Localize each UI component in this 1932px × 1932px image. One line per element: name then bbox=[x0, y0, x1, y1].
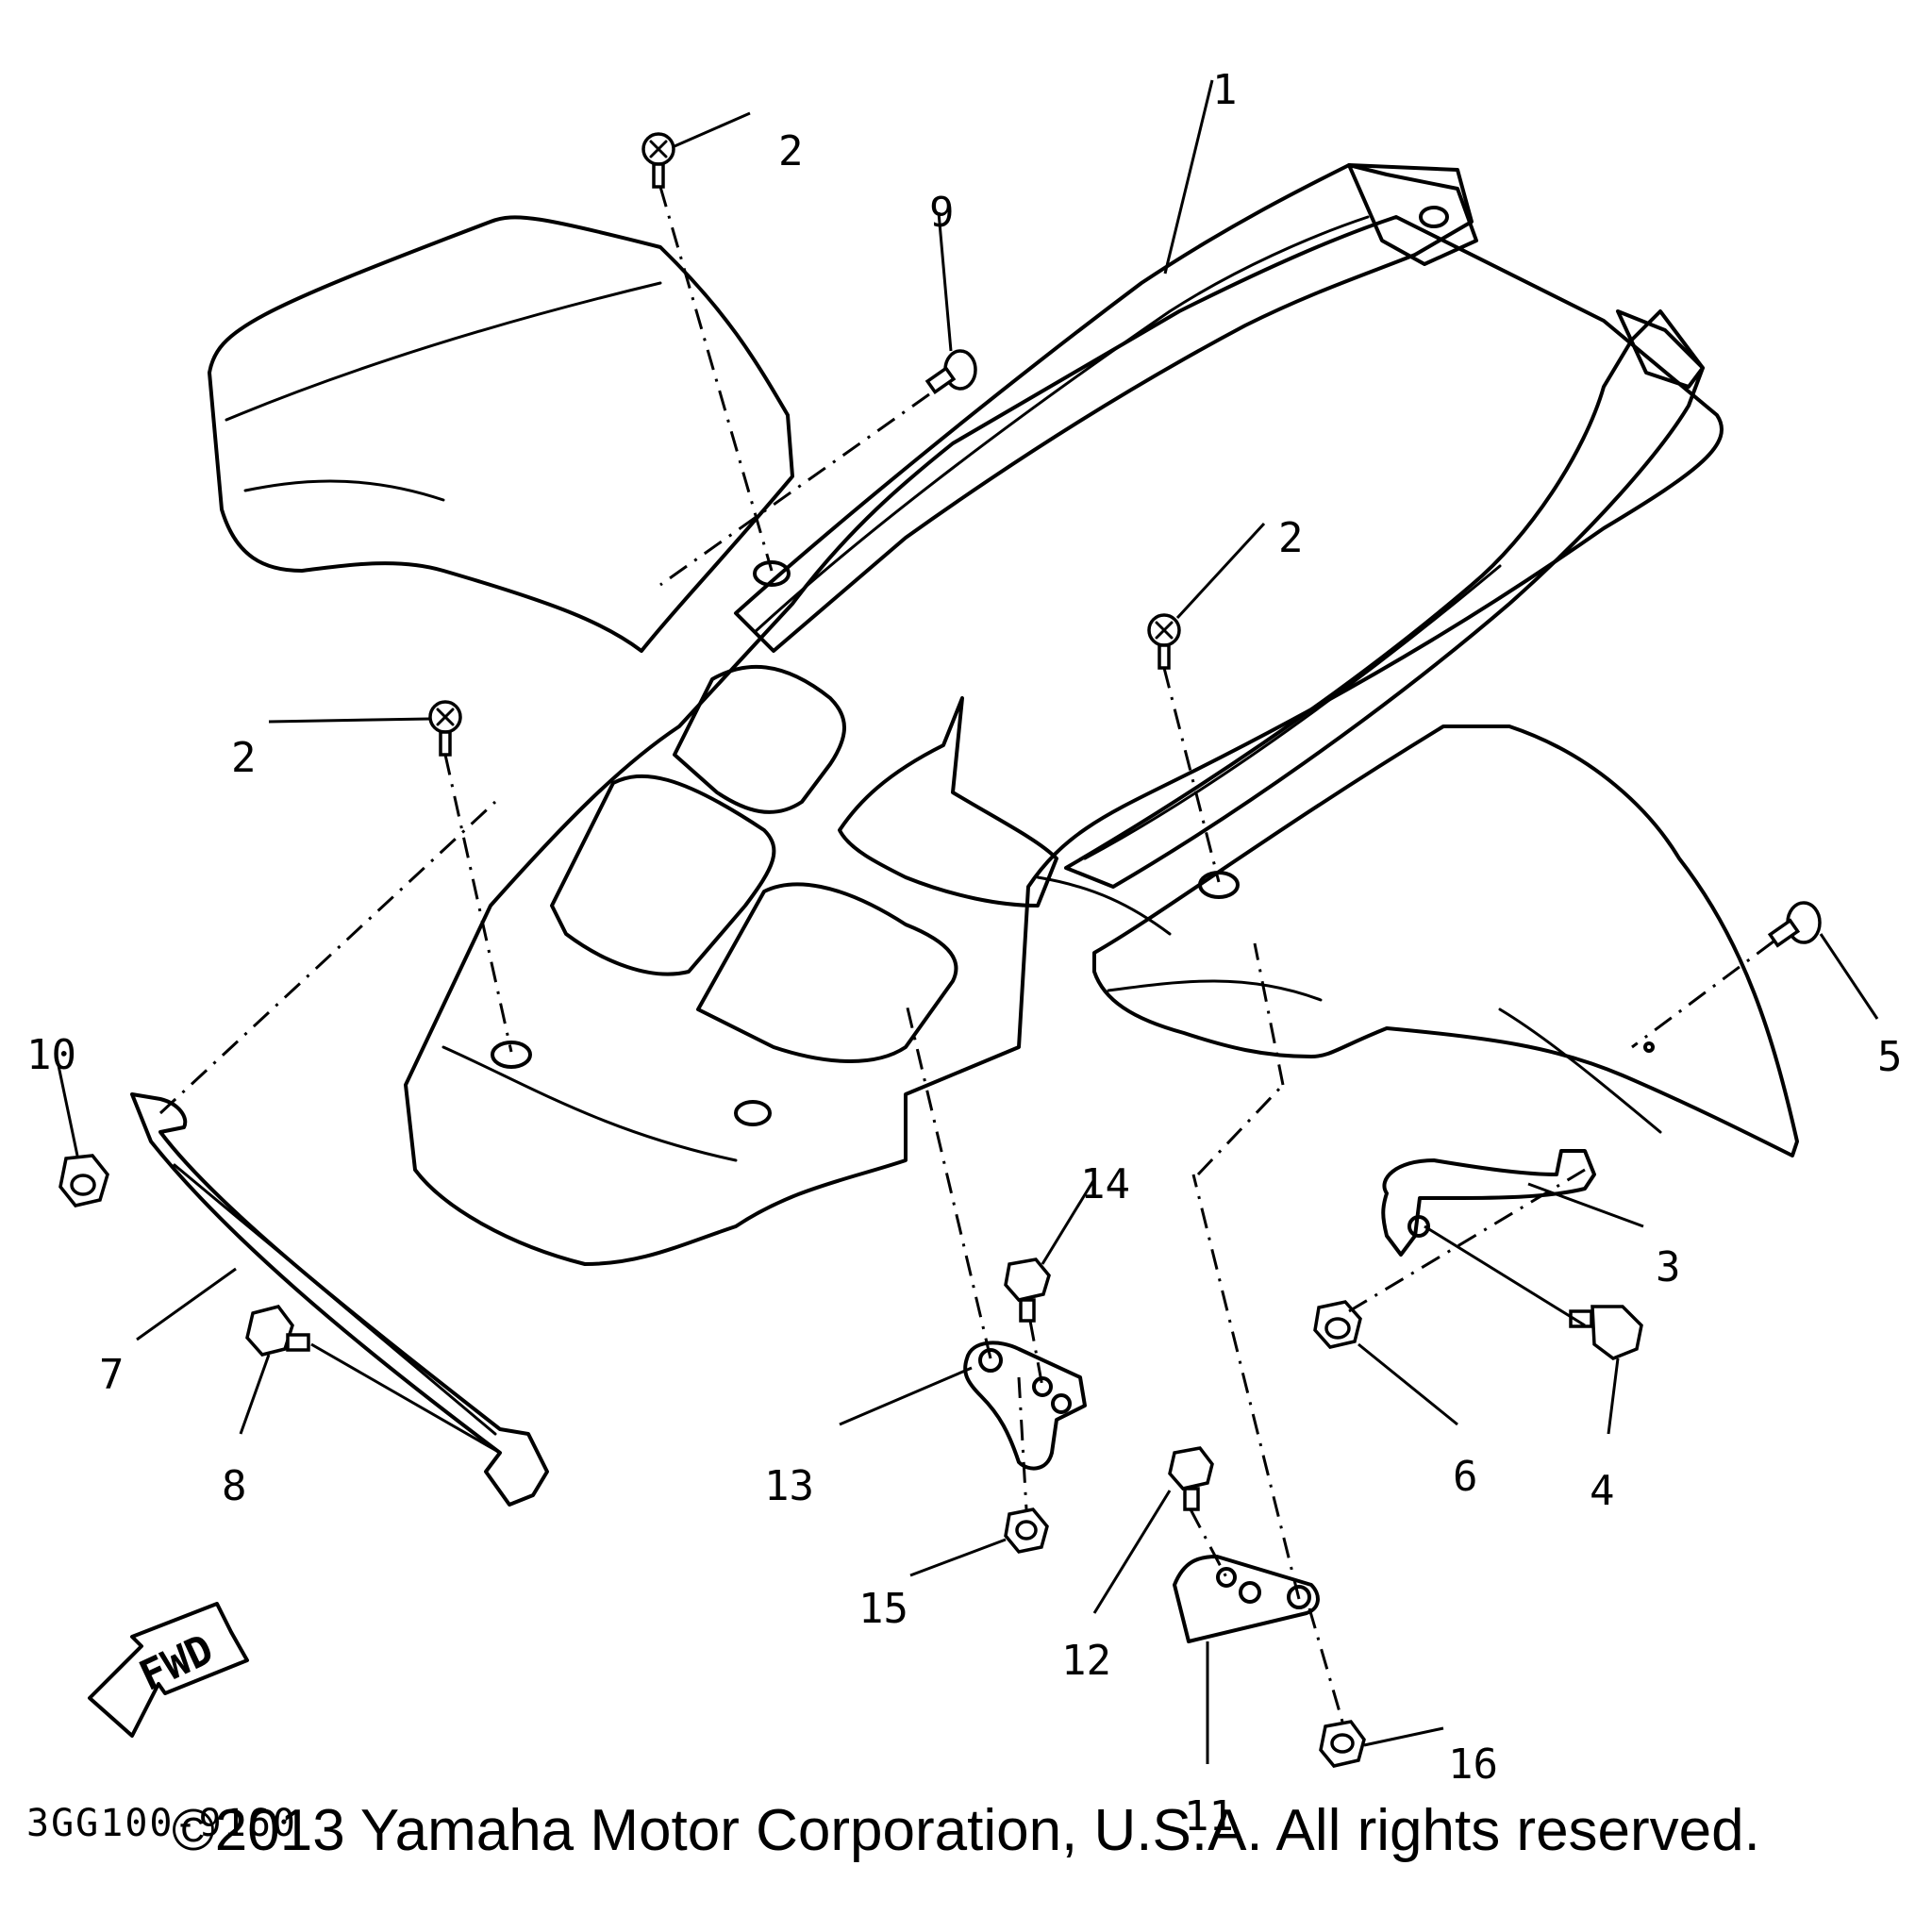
bracket-3 bbox=[1381, 1149, 1596, 1257]
mount-hole bbox=[753, 560, 791, 587]
callout-c2c: 2 bbox=[231, 734, 257, 782]
callout-c5: 5 bbox=[1877, 1033, 1903, 1081]
left-rail bbox=[734, 163, 1474, 653]
nut-16-icon bbox=[1319, 1720, 1366, 1768]
callout-c2b: 2 bbox=[1278, 514, 1304, 562]
bolt-12-icon bbox=[1168, 1446, 1214, 1511]
left-fender-flap bbox=[208, 215, 794, 653]
callout-c13: 13 bbox=[764, 1462, 814, 1510]
rear-fender bbox=[208, 163, 1799, 1266]
bolt-5-icon bbox=[1767, 901, 1822, 948]
bracket-13 bbox=[963, 1341, 1087, 1471]
copyright-notice: ©2013 Yamaha Motor Corporation, U.S.A. A… bbox=[172, 1798, 1760, 1863]
callout-c10: 10 bbox=[26, 1031, 76, 1079]
screw-2-icon bbox=[428, 700, 462, 757]
right-rail bbox=[1064, 309, 1705, 889]
nut-6-icon bbox=[1313, 1300, 1362, 1349]
callout-c9: 9 bbox=[929, 189, 955, 237]
callout-c4: 4 bbox=[1590, 1467, 1615, 1515]
callout-c16: 16 bbox=[1448, 1740, 1498, 1789]
callout-c14: 14 bbox=[1080, 1160, 1130, 1208]
leader-lines bbox=[55, 79, 1879, 1764]
nut-15-icon bbox=[1004, 1507, 1049, 1554]
callout-c6: 6 bbox=[1453, 1453, 1478, 1501]
callout-c12: 12 bbox=[1061, 1637, 1111, 1685]
callout-c8: 8 bbox=[222, 1462, 247, 1510]
compartment-rear-right bbox=[838, 696, 1058, 908]
nut-10-icon bbox=[58, 1154, 109, 1208]
bolt-8-icon bbox=[245, 1305, 310, 1357]
fwd-arrow-icon: FWD bbox=[88, 1602, 249, 1738]
callout-c7: 7 bbox=[99, 1351, 125, 1399]
callout-c11: 11 bbox=[1184, 1792, 1234, 1840]
right-fender-flap bbox=[1092, 724, 1799, 1158]
compartment-front-left bbox=[550, 774, 776, 976]
fwd-label: FWD bbox=[132, 1625, 221, 1701]
callout-c15: 15 bbox=[858, 1585, 908, 1633]
compartment-front-right bbox=[696, 882, 958, 1063]
screw-2-icon bbox=[641, 132, 675, 189]
fender-stay-7 bbox=[130, 1092, 549, 1507]
callout-c3: 3 bbox=[1656, 1243, 1681, 1291]
compartment-rear-left bbox=[673, 664, 846, 814]
hardware bbox=[58, 132, 1822, 1768]
mount-hole bbox=[491, 1041, 532, 1069]
bolt-9-icon bbox=[924, 349, 977, 395]
assembly-lines bbox=[158, 186, 1774, 1723]
bolt-4-icon bbox=[1569, 1305, 1643, 1360]
callout-c1: 1 bbox=[1212, 66, 1238, 114]
mount-hole bbox=[1198, 871, 1240, 899]
rail-end-cap-left bbox=[1347, 163, 1478, 266]
bolt-14-icon bbox=[1004, 1257, 1051, 1323]
mount-hole bbox=[734, 1100, 772, 1126]
fender-center-body bbox=[404, 215, 1724, 1266]
callout-c2a: 2 bbox=[778, 127, 804, 175]
drawing-code: 3GG100-9160 bbox=[26, 1802, 297, 1845]
screw-2-icon bbox=[1147, 613, 1181, 670]
bracket-11 bbox=[1173, 1555, 1320, 1643]
rail-end-cap-right bbox=[1616, 309, 1705, 389]
